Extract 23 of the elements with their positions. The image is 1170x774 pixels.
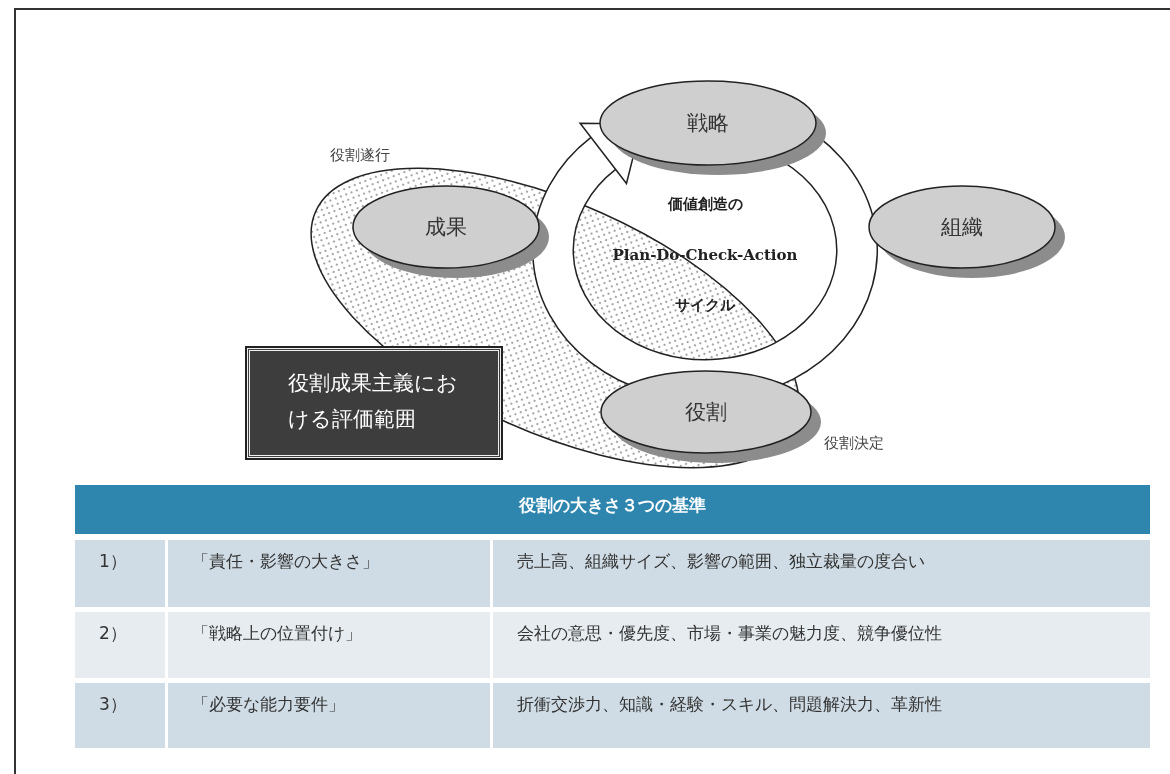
table-cell: 「必要な能力要件」 bbox=[168, 683, 490, 748]
node-label: 戦略 bbox=[687, 110, 729, 137]
cycle-caption: サイクル bbox=[675, 296, 735, 315]
region-label: 役割遂行 bbox=[330, 146, 390, 165]
table-header: 役割の大きさ３つの基準 bbox=[75, 485, 1150, 534]
dark-label-box: 役割成果主義における評価範囲 bbox=[247, 348, 501, 458]
ellipse-node bbox=[868, 185, 1066, 279]
cycle-caption: 価値創造の bbox=[667, 195, 743, 214]
table-cell: 折衝交渉力、知識・経験・スキル、問題解決力、革新性 bbox=[493, 683, 1150, 748]
table-cell: 1） bbox=[75, 540, 165, 607]
node-label: 成果 bbox=[425, 214, 467, 241]
ellipse-node bbox=[600, 370, 822, 464]
table-cell: 「責任・影響の大きさ」 bbox=[168, 540, 490, 607]
ellipse-node bbox=[599, 80, 827, 176]
table-cell: 売上高、組織サイズ、影響の範囲、独立裁量の度合い bbox=[493, 540, 1150, 607]
region-label: 役割決定 bbox=[824, 434, 884, 453]
ellipse-node bbox=[352, 185, 550, 279]
node-label: 役割 bbox=[685, 399, 727, 426]
table-cell: 会社の意思・優先度、市場・事業の魅力度、競争優位性 bbox=[493, 612, 1150, 678]
node-label: 組織 bbox=[941, 214, 983, 241]
table-cell: 2） bbox=[75, 612, 165, 678]
table-cell: 3） bbox=[75, 683, 165, 748]
table-cell: 「戦略上の位置付け」 bbox=[168, 612, 490, 678]
